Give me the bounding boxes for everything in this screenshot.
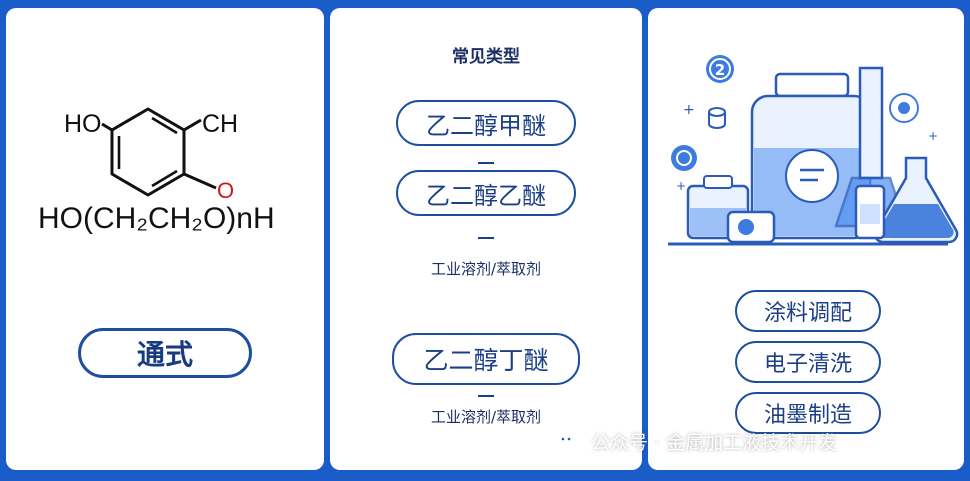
application-pill-electronics: 电子清洗 (735, 341, 881, 383)
type-pill-butyl-ether: 乙二醇丁醚 (392, 333, 580, 385)
wechat-icon (556, 431, 582, 451)
formula-panel: HO CH O HO(CH₂CH₂O)nH 通式 (6, 8, 324, 470)
type-use-label: 工业溶剂/萃取剂 (430, 260, 542, 278)
type-use-label: 工业溶剂/萃取剂 (430, 408, 542, 426)
separator-dash (478, 237, 494, 239)
types-panel: 常见类型 乙二醇甲醚 乙二醇乙醚 工业溶剂/萃取剂 乙二醇丁醚 工业溶剂/萃取剂 (330, 8, 642, 470)
type-label: 乙二醇甲醚 (426, 111, 546, 140)
benzene-ring-structure (101, 107, 217, 197)
separator-dash (478, 395, 494, 397)
type-label: 乙二醇丁醚 (423, 346, 549, 375)
type-pill-ethyl-ether: 乙二醇乙醚 (396, 170, 576, 216)
general-formula-label: 通式 (136, 338, 193, 371)
lab-illustration: 2 + + + (668, 55, 959, 246)
svg-text:+: + (928, 129, 938, 143)
svg-text:+: + (683, 102, 695, 118)
application-pill-coating: 涂料调配 (735, 290, 881, 332)
application-label: 涂料调配 (763, 301, 852, 326)
general-formula-pill: 通式 (78, 328, 252, 378)
svg-text:+: + (676, 179, 686, 193)
hydroxyl-label: HO (64, 110, 102, 138)
watermark-text: 公众号 · 金属加工液技术开发 (591, 432, 838, 454)
type-pill-methyl-ether: 乙二醇甲醚 (396, 100, 576, 146)
methyl-label: CH (202, 110, 239, 138)
type-label: 乙二醇乙醚 (426, 181, 546, 210)
badge-number: 2 (715, 61, 725, 79)
separator-dash (478, 162, 494, 164)
application-label: 油墨制造 (763, 403, 852, 428)
watermark: 公众号 · 金属加工液技术开发 (555, 428, 837, 455)
application-label: 电子清洗 (763, 352, 852, 377)
applications-panel: 2 + + + (648, 8, 964, 470)
polyether-chain-label: HO(CH₂CH₂O)nH (38, 202, 275, 235)
oxygen-label: O (217, 178, 235, 203)
application-pill-ink: 油墨制造 (735, 392, 881, 434)
types-heading: 常见类型 (452, 47, 520, 67)
